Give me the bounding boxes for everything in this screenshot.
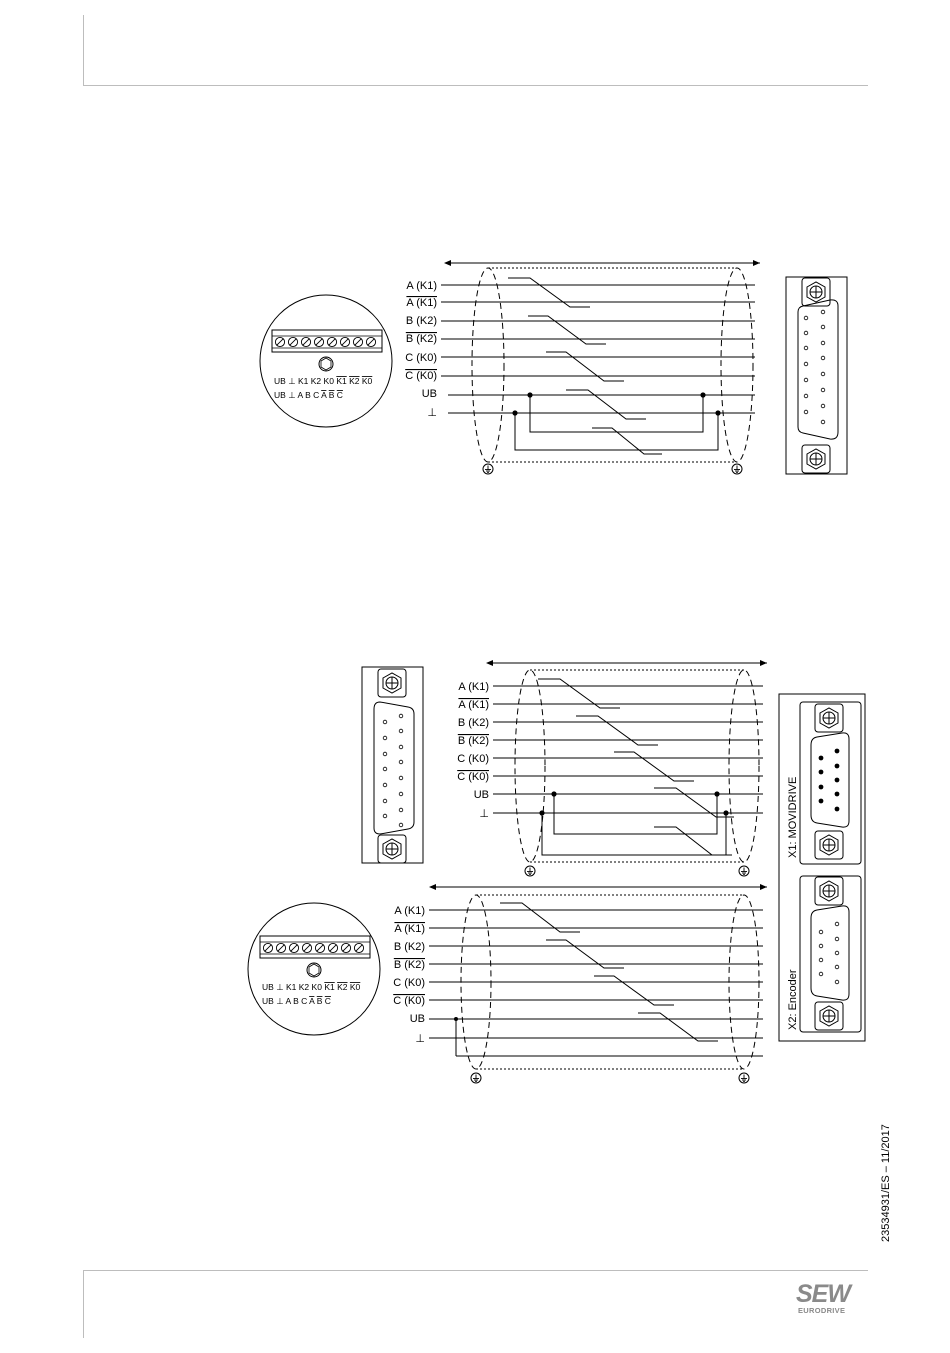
signal-label: C (K0) xyxy=(457,771,489,783)
signal-label: B (K2) xyxy=(394,941,425,953)
signal-label: C (K0) xyxy=(393,977,425,989)
signal-label: C (K0) xyxy=(457,753,489,765)
cable-shield-2 xyxy=(515,670,759,862)
x1-label: X1: MOVIDRIVE xyxy=(787,777,799,858)
x2-label: X2: Encoder xyxy=(787,969,799,1030)
signal-label: UB xyxy=(422,388,437,400)
cable-shield-1 xyxy=(472,268,753,462)
signal-label: A (K1) xyxy=(406,297,437,309)
ground-icon xyxy=(739,1073,749,1083)
ground-icon xyxy=(483,464,493,474)
movidrive-connector-panel: X1: MOVIDRIVE X2: Encoder xyxy=(779,694,865,1041)
signal-label: ⊥ xyxy=(427,407,437,419)
encoder-terminal-view-1: UB ⊥ K1 K2 K0 K1 K2 K0 UB ⊥ A B C A B C xyxy=(260,295,392,427)
signal-label: UB xyxy=(474,789,489,801)
signal-label: C (K0) xyxy=(393,995,425,1007)
signal-label: A (K1) xyxy=(406,280,437,292)
sub-d-15-connector-1 xyxy=(786,277,847,474)
brand-logo-subtext: EURODRIVE xyxy=(798,1307,868,1315)
signal-label: A (K1) xyxy=(394,905,425,917)
ground-icon xyxy=(471,1073,481,1083)
document-number: 23534931/ES – 11/2017 xyxy=(880,1230,900,1250)
wires-1 xyxy=(441,278,755,454)
signal-label: A (K1) xyxy=(458,699,489,711)
signal-label: A (K1) xyxy=(394,923,425,935)
ground-icon xyxy=(739,866,749,876)
wires-2 xyxy=(493,679,763,855)
signal-label: ⊥ xyxy=(479,808,489,820)
terminal-label-bottom: UB ⊥ A B C A B C xyxy=(274,390,343,400)
diagram-2-upper-cable: A (K1) A (K1) B (K2) B (K2) C (K0) C (K0… xyxy=(362,663,767,876)
diagram-1: UB ⊥ K1 K2 K0 K1 K2 K0 UB ⊥ A B C A B C … xyxy=(260,263,847,474)
brand-logo-text: SEW xyxy=(796,1280,850,1308)
terminal-label-top: UB ⊥ K1 K2 K0 K1 K2 K0 xyxy=(274,376,373,386)
signal-label: C (K0) xyxy=(405,352,437,364)
signal-label: C (K0) xyxy=(405,370,437,382)
ground-icon xyxy=(732,464,742,474)
encoder-terminal-view-2: UB ⊥ K1 K2 K0 K1 K2 K0 UB ⊥ A B C A B C xyxy=(248,903,380,1035)
terminal-label-top: UB ⊥ K1 K2 K0 K1 K2 K0 xyxy=(262,982,361,992)
signal-label: B (K2) xyxy=(406,333,437,345)
signal-label: B (K2) xyxy=(394,959,425,971)
signal-label: B (K2) xyxy=(406,315,437,327)
ground-icon xyxy=(525,866,535,876)
brand-logo: SEW EURODRIVE xyxy=(796,1282,868,1315)
signal-label: ⊥ xyxy=(415,1033,425,1045)
signal-label: B (K2) xyxy=(458,717,489,729)
wires-3 xyxy=(429,903,763,1056)
sub-d-15-connector-2 xyxy=(362,667,423,863)
signal-label: UB xyxy=(410,1013,425,1025)
signal-label: B (K2) xyxy=(458,735,489,747)
signal-label: A (K1) xyxy=(458,681,489,693)
terminal-label-bottom: UB ⊥ A B C A B C xyxy=(262,996,331,1006)
diagram-2-lower-cable: UB ⊥ K1 K2 K0 K1 K2 K0 UB ⊥ A B C A B C … xyxy=(248,887,767,1083)
